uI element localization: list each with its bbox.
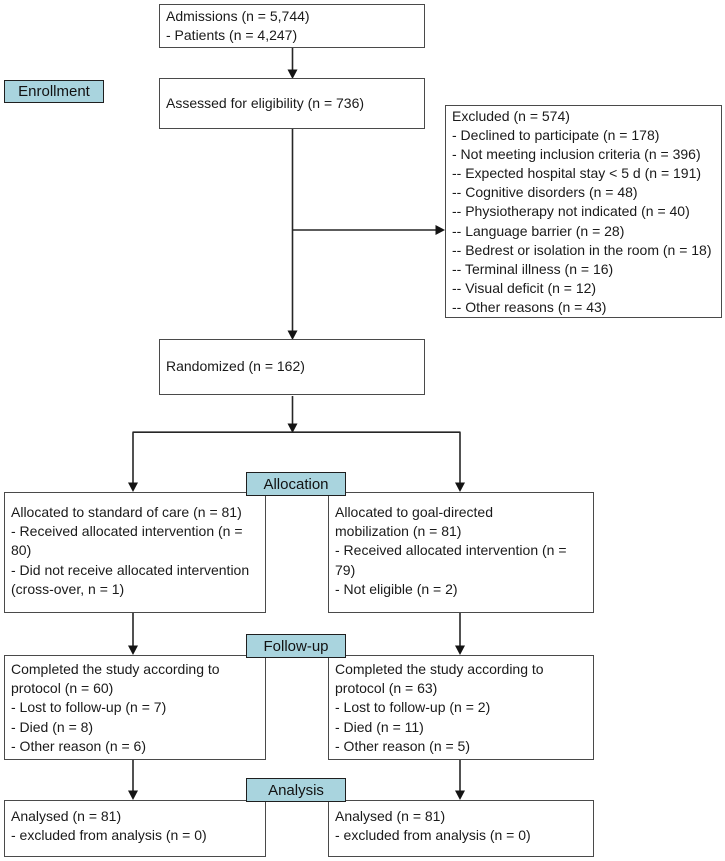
- allocated-goal-directed-box: Allocated to goal-directed mobilization …: [328, 492, 594, 613]
- box-line: - Died (n = 11): [335, 718, 424, 735]
- box-line: - excluded from analysis (n = 0): [11, 827, 207, 844]
- arrowhead-analysis-left: [128, 790, 138, 800]
- admissions-box: Admissions (n = 5,744) - Patients (n = 4…: [159, 4, 425, 48]
- allocated-standard-of-care-box: Allocated to standard of care (n = 81) -…: [4, 492, 266, 613]
- box-line: Admissions (n = 5,744): [166, 8, 310, 24]
- arrowhead-followup-right: [455, 645, 465, 655]
- box-line: -- Cognitive disorders (n = 48): [452, 184, 638, 201]
- stage-label-enrollment: Enrollment: [4, 80, 104, 103]
- box-line: -- Physiotherapy not indicated (n = 40): [452, 203, 690, 220]
- stage-label-analysis: Analysis: [246, 778, 346, 802]
- box-line: mobilization (n = 81): [335, 523, 462, 540]
- box-line: - Received allocated intervention (n =: [11, 523, 243, 540]
- box-line: Allocated to standard of care (n = 81): [11, 504, 242, 520]
- arrowhead-randomized: [287, 330, 298, 340]
- box-line: -- Terminal illness (n = 16): [452, 260, 614, 277]
- arrowhead-split-bar: [287, 423, 298, 433]
- box-line: - Declined to participate (n = 178): [452, 127, 660, 144]
- box-line: Assessed for eligibility (n = 736): [166, 94, 365, 111]
- arrowhead-excluded: [435, 225, 445, 235]
- box-line: Analysed (n = 81): [335, 808, 446, 824]
- box-line: - excluded from analysis (n = 0): [335, 827, 531, 844]
- excluded-box: Excluded (n = 574) - Declined to partici…: [445, 105, 722, 318]
- box-line: - Not meeting inclusion criteria (n = 39…: [452, 146, 701, 163]
- box-line: - Lost to follow-up (n = 2): [335, 699, 491, 716]
- box-line: Analysed (n = 81): [11, 808, 122, 824]
- arrowhead-followup-left: [128, 645, 138, 655]
- box-line: -- Visual deficit (n = 12): [452, 279, 597, 296]
- assessed-for-eligibility-box: Assessed for eligibility (n = 736): [159, 78, 425, 129]
- followup-standard-of-care-box: Completed the study according to protoco…: [4, 655, 266, 760]
- box-line: Excluded (n = 574): [452, 108, 570, 124]
- box-line: - Other reason (n = 6): [11, 737, 147, 754]
- arrowhead-assessed: [287, 69, 298, 79]
- box-line: protocol (n = 63): [335, 680, 438, 697]
- arrowhead-alloc-right: [455, 482, 465, 492]
- box-line: - Received allocated intervention (n =: [335, 542, 567, 559]
- analysed-goal-directed-box: Analysed (n = 81) - excluded from analys…: [328, 800, 594, 857]
- randomized-box: Randomized (n = 162): [159, 339, 425, 395]
- box-line: -- Language barrier (n = 28): [452, 222, 625, 239]
- box-line: Randomized (n = 162): [166, 358, 305, 375]
- box-line: (cross-over, n = 1): [11, 580, 125, 597]
- stage-label-follow-up: Follow-up: [246, 634, 346, 658]
- box-line: -- Expected hospital stay < 5 d (n = 191…: [452, 165, 702, 182]
- box-line: - Died (n = 8): [11, 718, 94, 735]
- box-line: 80): [11, 542, 32, 559]
- box-line: 79): [335, 561, 356, 578]
- box-line: - Lost to follow-up (n = 7): [11, 699, 167, 716]
- arrowhead-analysis-right: [455, 790, 465, 800]
- box-line: Completed the study according to: [11, 661, 220, 677]
- box-line: - Other reason (n = 5): [335, 737, 471, 754]
- arrowhead-alloc-left: [128, 482, 138, 492]
- box-line: -- Other reasons (n = 43): [452, 298, 607, 315]
- box-line: - Not eligible (n = 2): [335, 580, 458, 597]
- stage-label-allocation: Allocation: [246, 472, 346, 496]
- box-line: Completed the study according to: [335, 661, 544, 677]
- analysed-standard-of-care-box: Analysed (n = 81) - excluded from analys…: [4, 800, 266, 857]
- followup-goal-directed-box: Completed the study according to protoco…: [328, 655, 594, 760]
- box-line: - Did not receive allocated intervention: [11, 561, 250, 578]
- box-line: - Patients (n = 4,247): [166, 27, 298, 44]
- box-line: Allocated to goal-directed: [335, 504, 493, 520]
- box-line: -- Bedrest or isolation in the room (n =…: [452, 241, 712, 258]
- box-line: protocol (n = 60): [11, 680, 114, 697]
